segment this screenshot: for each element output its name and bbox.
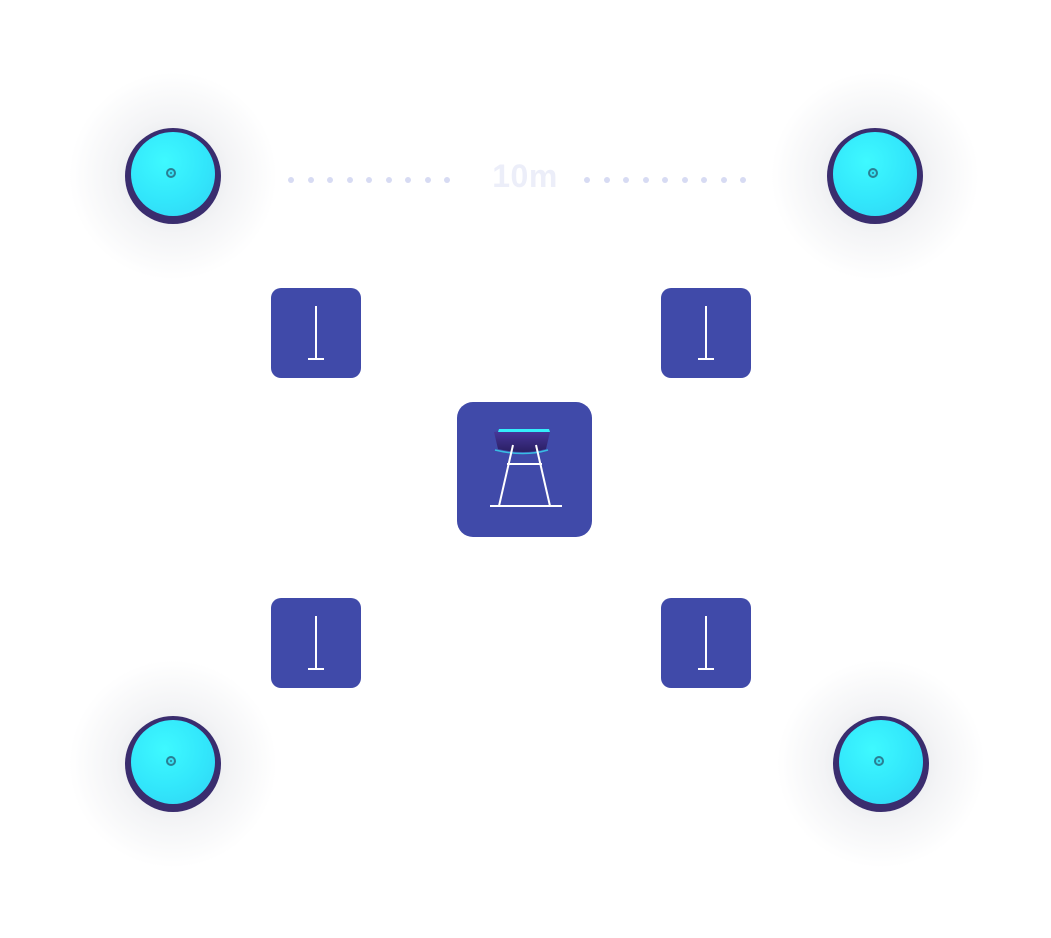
tracker-stand-icon: [308, 306, 324, 360]
tracker-stand-icon: [698, 306, 714, 360]
base-station-top-left: [65, 68, 281, 284]
tracker-stand-icon: [698, 616, 714, 670]
distance-label: 10m: [492, 158, 558, 194]
tracker-stand-top-left: [271, 288, 361, 378]
sensor-lens-icon: [166, 168, 176, 178]
base-station-bottom-left: [65, 656, 281, 872]
base-station-top-right: [767, 68, 983, 284]
tripod-headset-icon: [490, 429, 562, 507]
tracker-stand-bottom-left: [271, 598, 361, 688]
sensor-lens-icon: [868, 168, 878, 178]
distance-dots-left: [288, 177, 450, 183]
sensor-lens-icon: [166, 756, 176, 766]
sensor-lens-icon: [874, 756, 884, 766]
tracker-stand-bottom-right: [661, 598, 751, 688]
tracker-stand-icon: [308, 616, 324, 670]
distance-dots-right: [584, 177, 746, 183]
center-tripod-tile: [457, 402, 592, 537]
base-station-bottom-right: [773, 656, 989, 872]
tracker-stand-top-right: [661, 288, 751, 378]
